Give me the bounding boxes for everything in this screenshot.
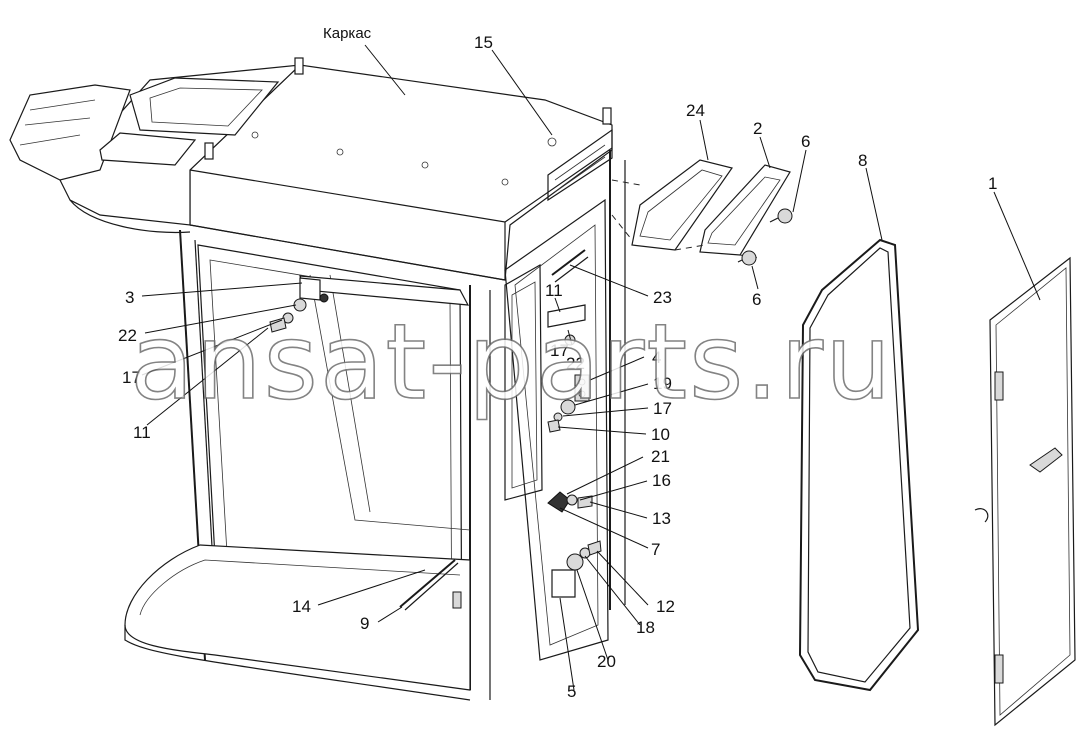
label-16: 16 bbox=[652, 471, 671, 490]
label-7: 7 bbox=[651, 540, 660, 559]
label-1: 1 bbox=[988, 174, 997, 193]
label-frame: Каркас bbox=[323, 25, 372, 42]
label-20: 20 bbox=[597, 652, 616, 671]
label-17-right: 17 bbox=[653, 399, 672, 418]
label-11-left: 11 bbox=[133, 423, 151, 442]
label-21: 21 bbox=[651, 447, 670, 466]
hardware bbox=[269, 249, 602, 611]
callout-labels: Каркас 15 24 2 6 6 8 1 3 22 17 11 11 23 … bbox=[118, 25, 997, 701]
label-11-right: 11 bbox=[545, 281, 563, 300]
leader-lines bbox=[141, 44, 1041, 691]
label-22-left: 22 bbox=[118, 326, 137, 345]
roof-studs bbox=[204, 57, 612, 186]
label-6-bottom: 6 bbox=[752, 290, 761, 309]
label-10: 10 bbox=[651, 425, 670, 444]
label-17-left: 17 bbox=[122, 368, 141, 387]
label-2: 2 bbox=[753, 119, 762, 138]
label-3: 3 bbox=[125, 288, 134, 307]
label-24: 24 bbox=[686, 101, 705, 120]
label-8: 8 bbox=[858, 151, 867, 170]
label-15: 15 bbox=[474, 33, 493, 52]
door-seal bbox=[798, 238, 920, 692]
door-panel bbox=[974, 256, 1076, 727]
side-window-parts bbox=[611, 159, 793, 266]
label-18: 18 bbox=[636, 618, 655, 637]
label-12: 12 bbox=[656, 597, 675, 616]
label-22-right: 22 bbox=[566, 354, 585, 373]
label-9: 9 bbox=[360, 614, 369, 633]
label-6-top: 6 bbox=[801, 132, 810, 151]
label-4: 4 bbox=[652, 348, 661, 367]
label-14: 14 bbox=[292, 597, 311, 616]
label-17-mid: 17 bbox=[550, 341, 569, 360]
cab-frame bbox=[9, 57, 626, 701]
label-19: 19 bbox=[653, 374, 672, 393]
watermark-text: ansat-parts.ru bbox=[130, 301, 893, 423]
label-5: 5 bbox=[567, 682, 576, 701]
label-23: 23 bbox=[653, 288, 672, 307]
label-13: 13 bbox=[652, 509, 671, 528]
